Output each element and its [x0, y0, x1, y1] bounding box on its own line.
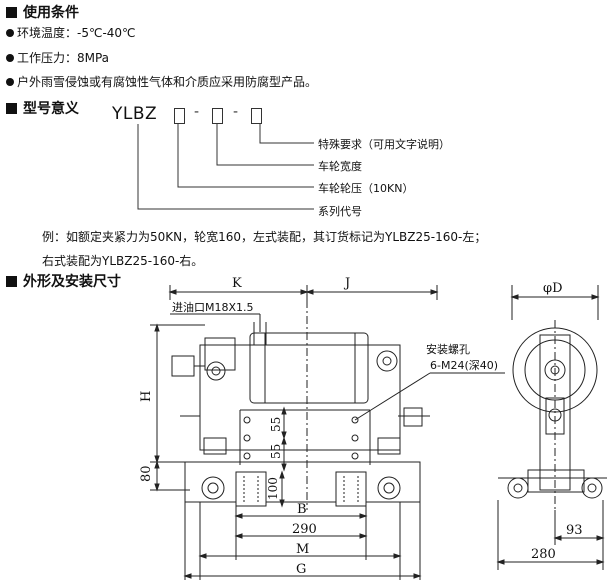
dim-55-lower-label: 55 [269, 444, 283, 459]
model-slot-2 [212, 108, 223, 124]
dim-g-label: G [296, 562, 306, 577]
model-code: YLBZ [112, 104, 158, 124]
mount-holes-spec: 6-M24(深40) [430, 359, 498, 372]
section-title: 型号意义 [23, 101, 79, 117]
dim-m-label: M [296, 542, 309, 557]
dim-left [150, 323, 205, 492]
model-dash: - [233, 104, 239, 120]
dim-phid-label: φD [543, 281, 563, 296]
bullet-icon [6, 28, 14, 37]
model-label-special: 特殊要求（可用文字说明） [318, 138, 450, 151]
condition-item: 环境温度：-5℃-40℃ [6, 24, 136, 41]
side-view [496, 285, 607, 570]
square-bullet-icon [6, 275, 17, 287]
dim-j-label: J [343, 276, 350, 291]
oil-inlet-label: 进油口M18X1.5 [172, 300, 254, 314]
dim-bottom [183, 502, 422, 580]
dim-290-label: 290 [292, 522, 317, 537]
model-leader-lines [137, 124, 314, 210]
dim-100-label: 100 [266, 477, 280, 500]
dim-80-label: 80 [139, 465, 154, 482]
example-line-1: 例：如额定夹紧力为50KN，轮宽160，左式装配，其订货标记为YLBZ25-16… [42, 230, 487, 244]
model-label-pressure: 车轮轮压（10KN） [318, 182, 414, 195]
condition-text: 环境温度：-5℃-40℃ [17, 26, 136, 40]
oil-inlet-leader [170, 313, 267, 345]
mount-holes-title: 安装螺孔 [426, 342, 470, 356]
clamp-body [171, 300, 430, 510]
dim-b-label: B [297, 502, 307, 517]
model-dash: - [194, 104, 200, 120]
dim-100 [279, 470, 285, 508]
model-slot-1 [174, 108, 185, 124]
condition-item: 工作压力：8MPa [6, 49, 109, 66]
bullet-icon [6, 53, 14, 62]
dim-k-label: K [232, 276, 242, 291]
model-label-width: 车轮宽度 [318, 160, 362, 173]
condition-item: 户外雨雪侵蚀或有腐蚀性气体和介质应采用防腐型产品。 [6, 73, 317, 90]
square-bullet-icon [6, 6, 17, 18]
dim-280-label: 280 [531, 547, 556, 562]
dim-55 [281, 406, 287, 472]
model-slot-3 [251, 108, 262, 124]
dim-93-label: 93 [566, 523, 583, 538]
section-dimensions-heading: 外形及安装尺寸 [6, 271, 121, 291]
mount-holes-leader [354, 372, 505, 421]
section-title: 外形及安装尺寸 [23, 274, 121, 290]
section-conditions-heading: 使用条件 [6, 2, 79, 22]
dim-top [168, 285, 439, 300]
dim-55-upper-label: 55 [269, 417, 283, 432]
bullet-icon [6, 77, 14, 86]
model-label-series: 系列代号 [318, 205, 362, 218]
square-bullet-icon [6, 102, 17, 114]
example-line-2: 右式装配为YLBZ25-160-右。 [42, 254, 204, 268]
condition-text: 工作压力：8MPa [17, 51, 110, 65]
section-model-heading: 型号意义 [6, 98, 79, 118]
condition-text: 户外雨雪侵蚀或有腐蚀性气体和介质应采用防腐型产品。 [17, 75, 318, 89]
section-title: 使用条件 [23, 5, 79, 21]
dim-h-label: H [139, 391, 154, 402]
